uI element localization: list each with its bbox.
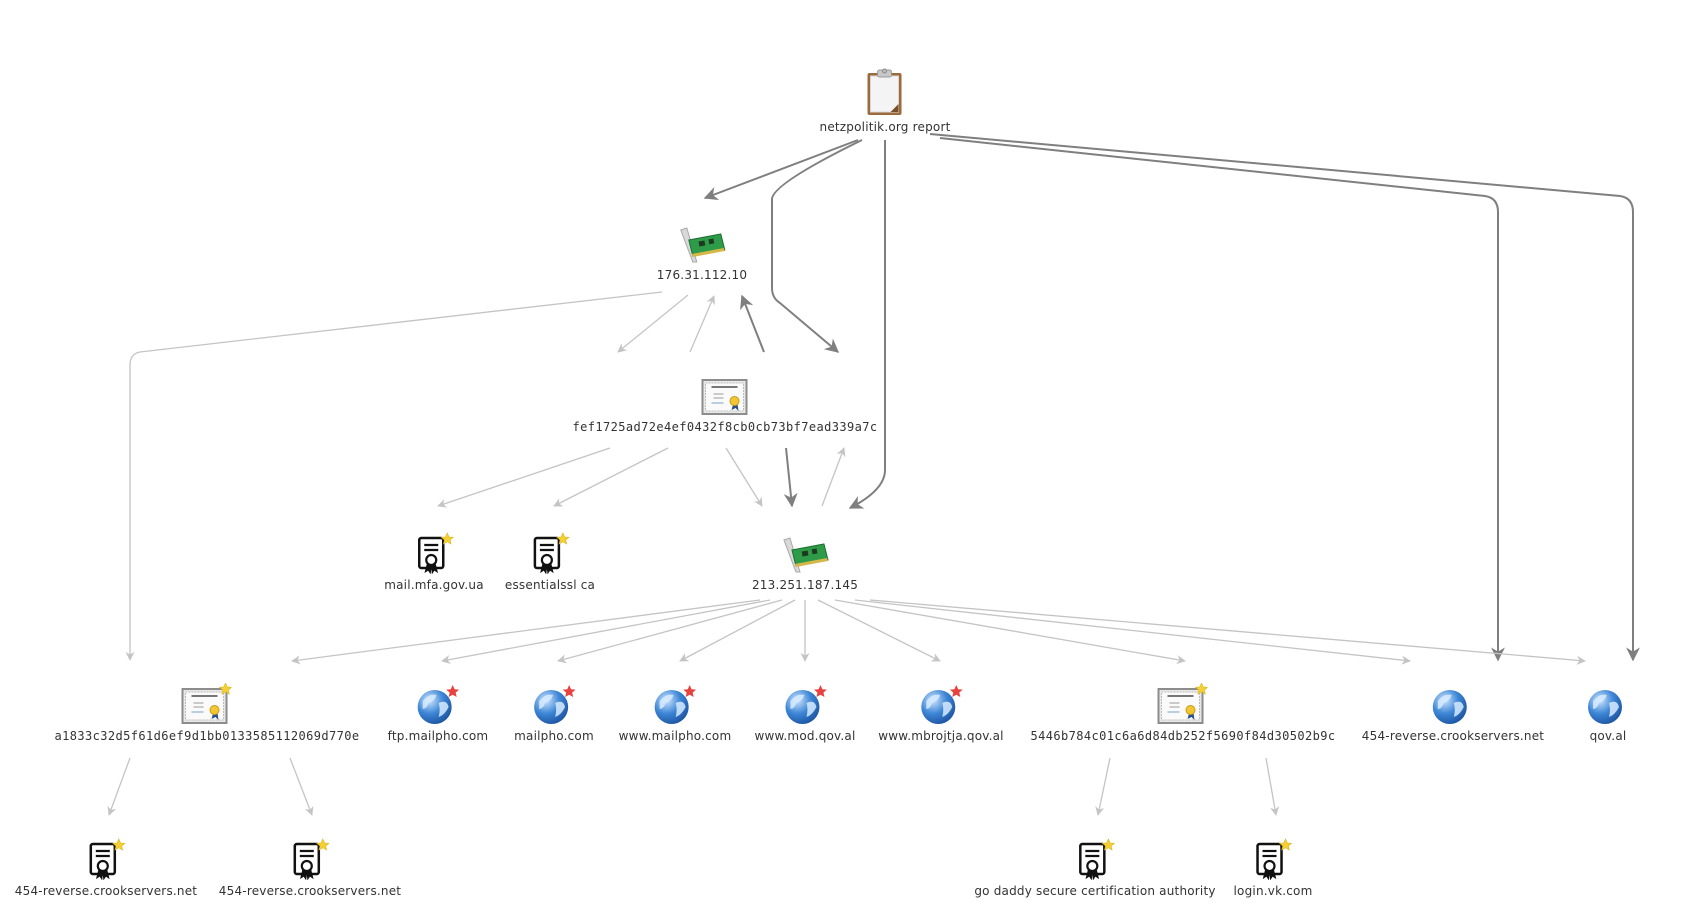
gold-star-badge — [219, 683, 232, 695]
globe-icon — [417, 685, 460, 724]
edge-ip2-to-wmailpho — [679, 599, 796, 662]
gold-star-badge — [316, 838, 330, 851]
edge-ip2-to-qov — [869, 599, 1586, 665]
edge-ip2-to-wmbr — [817, 599, 941, 662]
edge-ip2-to-ftp — [441, 599, 771, 664]
gold-star-badge — [1101, 838, 1115, 851]
network-card-icon — [680, 227, 726, 263]
certificate-icon — [181, 683, 232, 724]
edge-ip2-to-cert1 — [821, 447, 846, 507]
node-ip-213-251-187-145[interactable]: 213.251.187.145 — [752, 536, 858, 592]
edge-cert1-to-ip1 — [689, 295, 715, 353]
certificate-entity-icon — [533, 532, 570, 574]
edge-report-to-qov — [929, 133, 1640, 662]
globe-icon — [920, 685, 963, 724]
globe-icon — [785, 685, 827, 724]
node-label: 176.31.112.10 — [656, 268, 748, 282]
node-report[interactable]: netzpolitik.org report — [820, 68, 951, 134]
certificate-entity-icon — [1078, 838, 1115, 880]
node-entity-login-vk-com[interactable]: login.vk.com — [1234, 838, 1313, 898]
node-label: 454-reverse.crookservers.net — [218, 884, 402, 898]
edge-cert1-to-mfa — [437, 447, 611, 508]
node-entity-mail-mfa-gov-ua[interactable]: mail.mfa.gov.ua — [384, 532, 484, 592]
node-label: 213.251.187.145 — [751, 578, 859, 592]
edge-cert2-to-crook2 — [107, 757, 131, 816]
node-label: fef1725ad72e4ef0432f8cb0cb73bf7ead339a7c — [572, 420, 878, 434]
certificate-entity-icon — [1256, 838, 1293, 880]
node-domain-454-reverse-crookservers-net[interactable]: 454-reverse.crookservers.net — [1362, 683, 1544, 743]
node-label: a1833c32d5f61d6ef9d1bb0133585112069d770e — [54, 729, 360, 743]
node-entity-454-reverse-crookservers-net-2[interactable]: 454-reverse.crookservers.net — [219, 838, 401, 898]
certificate-entity-icon — [417, 532, 454, 574]
node-domain-qov-al[interactable]: qov.al — [1585, 683, 1631, 743]
node-label: 454-reverse.crookservers.net — [1361, 729, 1545, 743]
certificate-icon — [1157, 683, 1208, 724]
node-entity-essentialssl-ca[interactable]: essentialssl ca — [505, 532, 595, 592]
node-label: mailpho.com — [514, 729, 594, 743]
gold-star-badge — [112, 838, 126, 851]
node-label: www.mod.qov.al — [754, 729, 856, 743]
edge-ip2-to-cert2 — [291, 599, 761, 665]
node-domain-www-mod-qov-al[interactable]: www.mod.qov.al — [754, 683, 855, 743]
network-card-icon — [783, 537, 829, 573]
edge-report-to-ip1 — [703, 139, 859, 201]
red-star-badge — [683, 685, 697, 697]
certificate-entity-icon — [293, 838, 330, 880]
certificate-entity-icon — [89, 838, 126, 880]
edge-cert1-to-ip2 — [783, 447, 798, 508]
edge-cert2-to-crook3 — [289, 757, 314, 816]
red-star-badge — [562, 685, 576, 697]
edge-report-to-ip2 — [848, 140, 886, 509]
node-label: qov.al — [1589, 729, 1627, 743]
edge-cert3-to-vk — [1265, 757, 1280, 816]
node-ip-176-31-112-10[interactable]: 176.31.112.10 — [657, 226, 747, 282]
edge-cert1-to-ip2 — [725, 447, 763, 507]
node-certificate-fef1725a[interactable]: fef1725ad72e4ef0432f8cb0cb73bf7ead339a7c — [573, 378, 878, 434]
red-star-badge — [813, 685, 827, 697]
gold-star-badge — [440, 532, 454, 545]
edge-ip1-to-cert1 — [617, 294, 689, 353]
node-domain-ftp-mailpho-com[interactable]: ftp.mailpho.com — [388, 683, 489, 743]
node-label: 454-reverse.crookservers.net — [14, 884, 198, 898]
red-star-badge — [949, 685, 963, 697]
edge-ip2-to-crook — [854, 599, 1411, 665]
node-label: www.mbrojtja.qov.al — [878, 729, 1004, 743]
node-label: netzpolitik.org report — [819, 120, 951, 134]
gold-star-badge — [1195, 683, 1208, 695]
node-label: mail.mfa.gov.ua — [384, 578, 484, 592]
node-label: ftp.mailpho.com — [387, 729, 489, 743]
certificate-icon — [701, 379, 748, 415]
node-certificate-a1833c32[interactable]: a1833c32d5f61d6ef9d1bb0133585112069d770e — [55, 683, 360, 743]
globe-icon — [1588, 690, 1622, 724]
edge-ip1-to-cert2 — [125, 291, 663, 661]
node-entity-go-daddy[interactable]: go daddy secure certification authority — [974, 838, 1215, 898]
node-entity-454-reverse-crookservers-net-1[interactable]: 454-reverse.crookservers.net — [15, 838, 197, 898]
node-domain-mailpho-com[interactable]: mailpho.com — [514, 683, 594, 743]
edge-cert1-to-essl — [553, 447, 669, 507]
node-label: www.mailpho.com — [618, 729, 732, 743]
globe-icon — [534, 685, 576, 724]
gold-star-badge — [1279, 838, 1293, 851]
node-domain-www-mbrojtja-qov-al[interactable]: www.mbrojtja.qov.al — [878, 683, 1004, 743]
red-star-badge — [446, 685, 460, 697]
node-certificate-5446b784[interactable]: 5446b784c01c6a6d84db252f5690f84d30502b9c — [1031, 683, 1336, 743]
edge-report-to-crook — [939, 137, 1505, 662]
gold-star-badge — [556, 532, 570, 545]
node-label: login.vk.com — [1233, 884, 1313, 898]
globe-icon — [654, 685, 697, 724]
node-label: go daddy secure certification authority — [974, 884, 1216, 898]
edge-ip2-to-mailpho — [557, 599, 783, 664]
node-domain-www-mailpho-com[interactable]: www.mailpho.com — [619, 683, 732, 743]
node-label: 5446b784c01c6a6d84db252f5690f84d30502b9c — [1030, 729, 1336, 743]
node-label: essentialssl ca — [504, 578, 596, 592]
edge-ip2-to-cert3 — [834, 599, 1186, 665]
edge-report-to-cert1 — [771, 139, 863, 353]
globe-icon — [1433, 690, 1467, 724]
edge-cert3-to-godaddy — [1095, 757, 1111, 816]
clipboard-icon — [868, 68, 902, 115]
edge-cert1-to-ip1 — [740, 294, 765, 353]
